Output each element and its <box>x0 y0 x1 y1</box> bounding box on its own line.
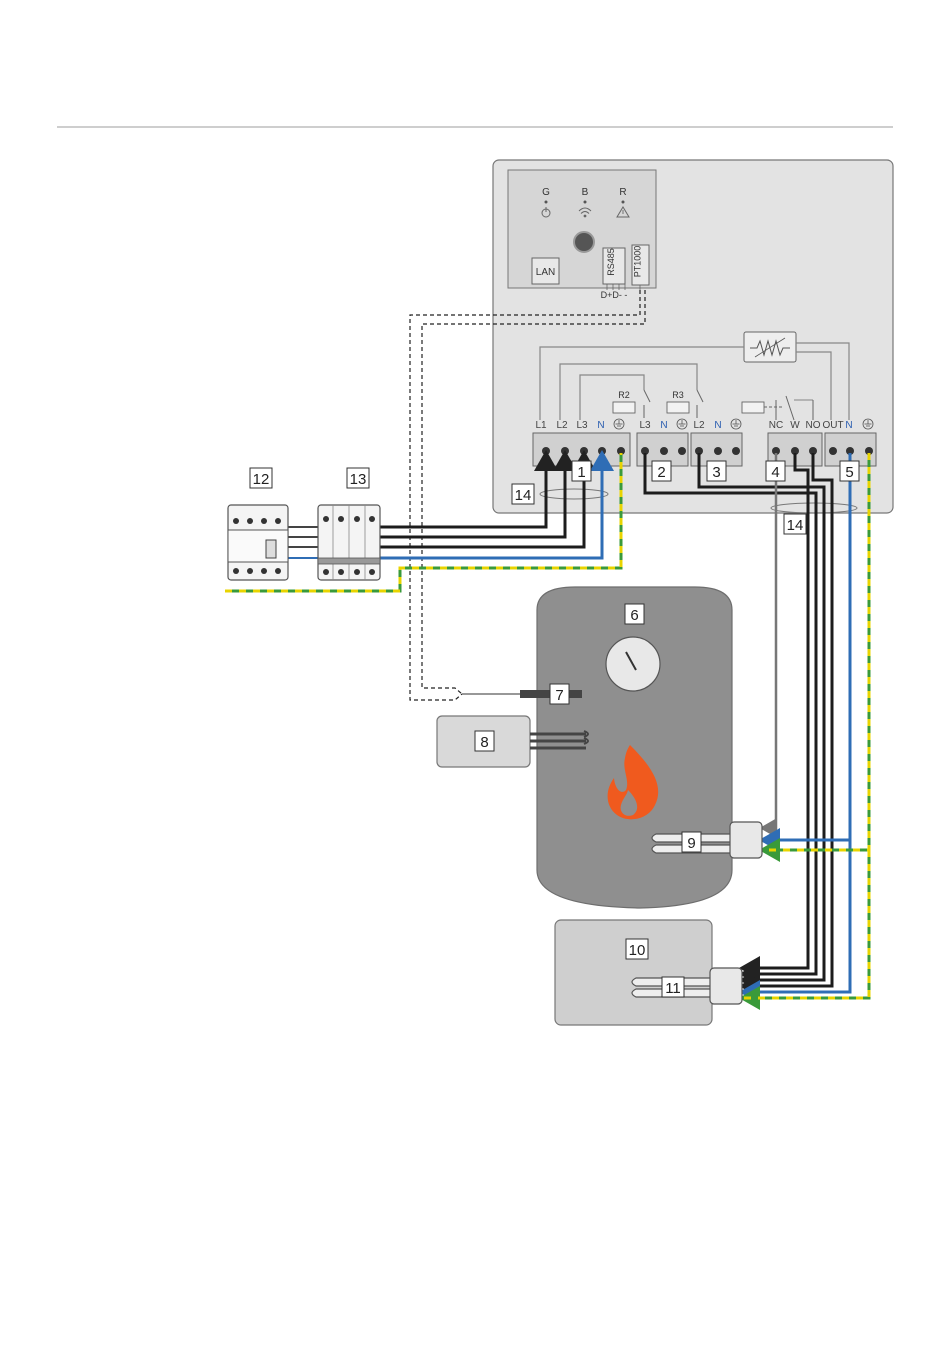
svg-text:N: N <box>660 420 667 431</box>
svg-text:3: 3 <box>712 464 720 481</box>
svg-text:4: 4 <box>771 464 779 481</box>
callout-3: 3 <box>707 461 726 481</box>
terminal-labels: L1 L2 L3 N L3 N L2 N NC W NO OUT N <box>535 420 852 431</box>
storage-tank-2 <box>555 920 742 1025</box>
svg-text:G: G <box>542 187 550 198</box>
svg-text:NC: NC <box>769 420 783 431</box>
svg-text:L1: L1 <box>535 420 547 431</box>
callout-10: 10 <box>626 939 648 959</box>
svg-text:R: R <box>619 187 626 198</box>
svg-text:9: 9 <box>687 835 695 852</box>
rcd-breaker <box>228 505 288 580</box>
callout-9: 9 <box>682 832 701 852</box>
svg-text:14: 14 <box>515 487 532 504</box>
svg-text:OUT: OUT <box>822 420 843 431</box>
callout-14a: 14 <box>512 484 534 504</box>
svg-text:8: 8 <box>480 734 488 751</box>
svg-text:7: 7 <box>555 687 563 704</box>
callout-11: 11 <box>662 977 684 997</box>
callout-12: 12 <box>250 468 272 488</box>
svg-text:N: N <box>714 420 721 431</box>
svg-text:2: 2 <box>657 464 665 481</box>
svg-text:R2: R2 <box>618 390 630 400</box>
svg-text:W: W <box>790 420 800 431</box>
lan-label: LAN <box>536 267 555 278</box>
svg-text:B: B <box>582 187 589 198</box>
svg-text:N: N <box>597 420 604 431</box>
svg-text:6: 6 <box>630 607 638 624</box>
svg-text:1: 1 <box>577 464 585 481</box>
svg-text:R3: R3 <box>672 390 684 400</box>
breaker-links <box>288 527 318 547</box>
svg-text:L3: L3 <box>576 420 588 431</box>
reset-button[interactable] <box>574 232 594 252</box>
callout-8: 8 <box>475 731 494 751</box>
svg-text:L2: L2 <box>693 420 705 431</box>
rs485-label: RS485 <box>606 248 616 276</box>
svg-text:N: N <box>845 420 852 431</box>
svg-text:13: 13 <box>350 471 367 488</box>
svg-text:L3: L3 <box>639 420 651 431</box>
callout-7: 7 <box>550 684 569 704</box>
callout-1: 1 <box>572 461 591 481</box>
callout-4: 4 <box>766 461 785 481</box>
callout-2: 2 <box>652 461 671 481</box>
rs485-pins-label: D+D- - <box>601 290 628 300</box>
svg-text:14: 14 <box>787 517 804 534</box>
svg-text:L2: L2 <box>556 420 568 431</box>
svg-text:10: 10 <box>629 942 646 959</box>
svg-text:12: 12 <box>253 471 270 488</box>
svg-text:11: 11 <box>665 980 681 997</box>
svg-text:5: 5 <box>845 464 853 481</box>
pt1000-label: PT1000 <box>633 246 643 278</box>
callout-5: 5 <box>840 461 859 481</box>
callout-6: 6 <box>625 604 644 624</box>
resistor-symbol <box>744 332 796 362</box>
svg-text:NO: NO <box>806 420 821 431</box>
callout-14b: 14 <box>784 514 806 534</box>
callout-13: 13 <box>347 468 369 488</box>
circuit-breaker <box>318 505 380 580</box>
